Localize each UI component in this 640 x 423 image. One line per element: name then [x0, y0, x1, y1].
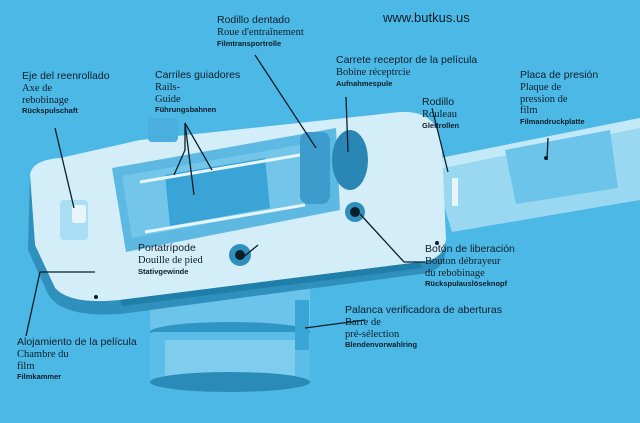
- label-release: Botón de liberación Bouton débrayeur du …: [425, 243, 515, 289]
- pressure-plate: [430, 118, 640, 232]
- label-aperture: Palanca verificadora de aberturas Barre …: [345, 304, 503, 350]
- label-pressure-fr: Plaque de pression de film: [520, 81, 568, 117]
- label-rewind-es: Eje del reenrollado: [22, 70, 110, 82]
- label-rails-de: Führungsbahnen: [155, 105, 217, 115]
- label-chamber: Alojamiento de la película Chambre du fi…: [17, 336, 137, 382]
- label-roller-es: Rodillo: [422, 96, 455, 108]
- label-tripod-fr: Douille de pied: [138, 254, 203, 266]
- label-release-es: Botón de liberación: [425, 243, 515, 255]
- label-aperture-fr: Barre de pré-sélection: [345, 316, 400, 340]
- label-rewind-de: Rückspulschaft: [22, 106, 78, 116]
- watermark-url: www.butkus.us: [383, 10, 470, 25]
- label-takeup-de: Aufnahmespule: [336, 78, 393, 88]
- label-sprocket-fr: Roue d'entraînement: [217, 26, 304, 38]
- label-tripod-de: Stativgewinde: [138, 266, 189, 276]
- label-chamber-es: Alojamiento de la película: [17, 336, 137, 348]
- label-rails-fr: Rails- Guide: [155, 81, 181, 105]
- label-pressure-de: Filmandruckplatte: [520, 117, 585, 126]
- label-rails-es: Carriles guiadores: [155, 69, 241, 81]
- label-takeup: Carrete receptor de la película Bobine r…: [336, 54, 478, 88]
- label-rails: Carriles guiadores Rails- Guide Führungs…: [155, 69, 241, 115]
- label-roller-fr: Rouleau: [422, 108, 457, 120]
- label-takeup-fr: Bobine réceptrcie: [336, 66, 411, 78]
- leader-lines: [25, 54, 549, 337]
- label-roller: Rodillo Rouleau Gleitrollen: [422, 96, 460, 130]
- label-roller-de: Gleitrollen: [422, 120, 460, 130]
- label-chamber-fr: Chambre du film: [17, 348, 69, 372]
- label-release-fr: Bouton débrayeur du rebobinage: [425, 255, 501, 279]
- label-tripod: Portatrípode Douille de pied Stativgewin…: [138, 242, 203, 276]
- label-sprocket-es: Rodillo dentado: [217, 14, 290, 26]
- label-chamber-de: Filmkammer: [17, 372, 62, 382]
- label-rewind-fr: Axe de rebobinage: [22, 82, 69, 106]
- label-aperture-de: Blendenvorwahlring: [345, 340, 418, 350]
- label-tripod-es: Portatrípode: [138, 242, 196, 254]
- label-pressure: Placa de presión Plaque de pression de f…: [520, 69, 599, 126]
- label-pressure-es: Placa de presión: [520, 69, 599, 81]
- label-takeup-es: Carrete receptor de la película: [336, 54, 478, 66]
- label-release-de: Rückspulauslöseknopf: [425, 279, 508, 289]
- camera-body: [28, 111, 446, 315]
- label-aperture-es: Palanca verificadora de aberturas: [345, 304, 503, 316]
- label-sprocket: Rodillo dentado Roue d'entraînement Film…: [217, 14, 304, 48]
- label-sprocket-de: Filmtransportrolle: [217, 38, 282, 48]
- label-rewind: Eje del reenrollado Axe de rebobinage Rü…: [22, 70, 110, 116]
